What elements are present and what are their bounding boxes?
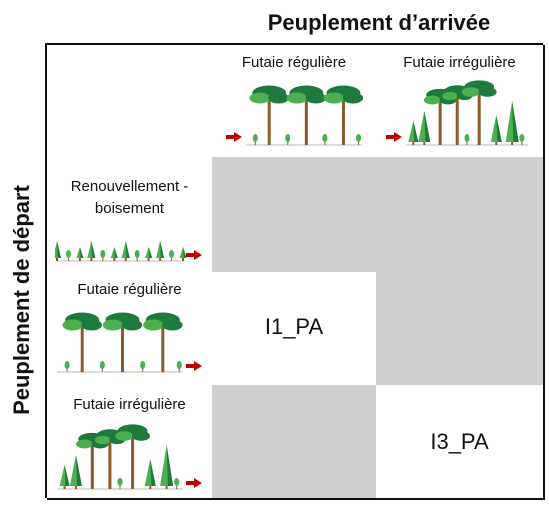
irregular-high-forest-icon <box>386 80 528 146</box>
irregular-high-forest-icon <box>57 424 202 490</box>
row-header-label-line2: boisement <box>94 200 165 217</box>
row-header-regular: Futaie régulière <box>47 272 214 387</box>
regular-high-forest-icon <box>226 85 364 146</box>
cell-r1-c1 <box>212 157 378 274</box>
indicator-code: I1_PA <box>264 314 324 339</box>
transition-matrix: Futaie régulière Futaie irrégulière Reno… <box>45 43 545 500</box>
column-axis-title: Peuplement d’arrivée <box>267 10 491 35</box>
col-header-regular: Futaie régulière <box>212 45 378 159</box>
row-header-label: Futaie régulière <box>77 281 182 298</box>
row-header-renewal: Renouvellement - boisement <box>47 157 214 274</box>
row-header-label: Futaie irrégulière <box>73 396 186 413</box>
cell-r1-c2 <box>376 157 545 274</box>
cell-r2-c2 <box>376 272 545 387</box>
col-header-label: Futaie irrégulière <box>403 54 516 71</box>
col-header-irregular: Futaie irrégulière <box>376 45 545 159</box>
col-header-label: Futaie régulière <box>241 54 347 71</box>
row-header-label-line1: Renouvellement - <box>70 178 189 195</box>
corner-cell <box>47 45 214 159</box>
cell-r3-c1 <box>212 385 378 500</box>
cell-r3-c2: I3_PA <box>376 385 545 500</box>
cell-r2-c1: I1_PA <box>212 272 378 387</box>
indicator-code: I3_PA <box>430 429 489 454</box>
row-header-irregular: Futaie irrégulière <box>47 385 214 500</box>
row-axis-title: Peuplement de départ <box>9 185 34 415</box>
regeneration-afforestation-icon <box>55 241 202 262</box>
regular-high-forest-icon <box>57 312 202 373</box>
